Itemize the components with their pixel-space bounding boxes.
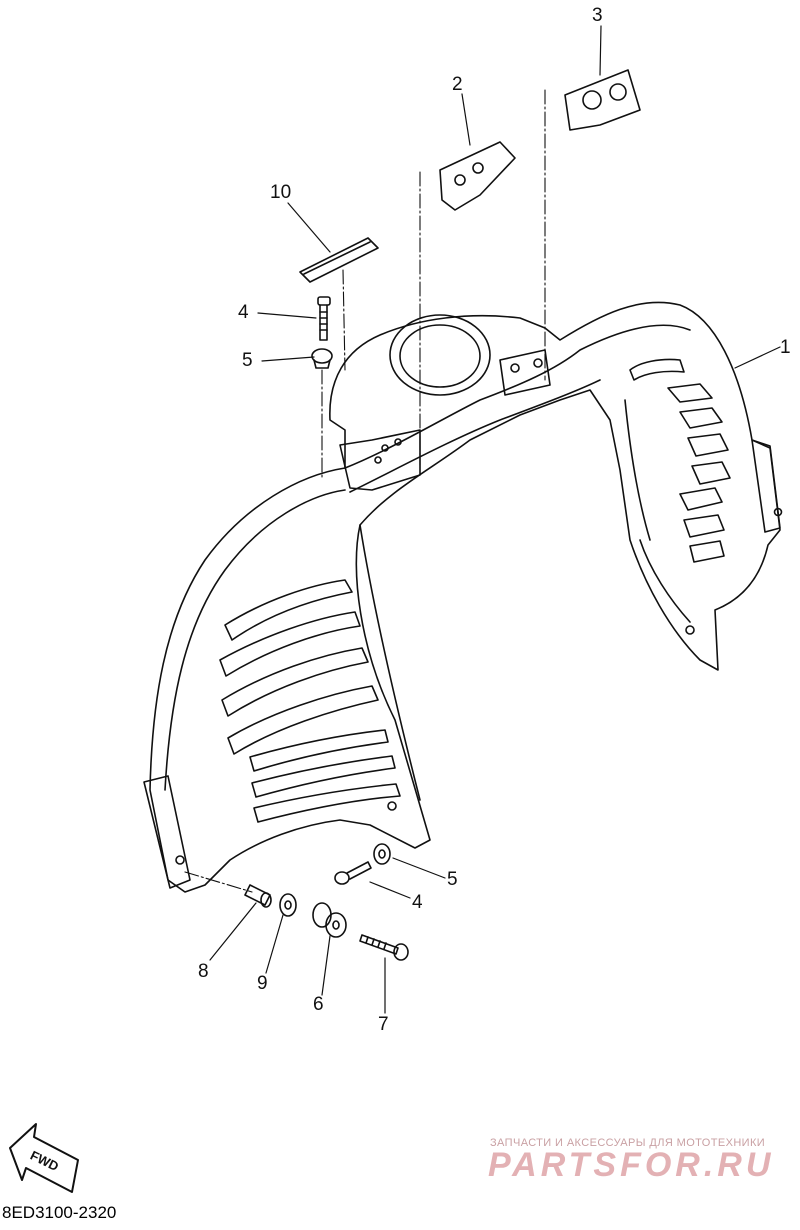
- bracket-part-3: [564, 69, 641, 131]
- callout-part-2: 2: [452, 74, 463, 95]
- fwd-arrow-icon: [9, 1123, 79, 1193]
- leader-lines: [209, 25, 781, 1014]
- grommet-part-5-upper: [311, 348, 333, 369]
- callout-part-6: 6: [313, 994, 324, 1015]
- watermark-tagline: ЗАПЧАСТИ И АКСЕССУАРЫ ДЛЯ МОТОТЕХНИКИ: [490, 1137, 766, 1149]
- callout-part-7: 7: [378, 1014, 389, 1035]
- seal-strip-part-10: [299, 237, 379, 283]
- grommet-part-5-lower: [373, 843, 391, 865]
- callout-part-10: 10: [270, 182, 292, 203]
- screw-part-4-lower: [334, 861, 372, 885]
- left-vent-slots: [219, 579, 401, 823]
- washer-part-9: [279, 893, 297, 917]
- callout-part-5-lower: 5: [447, 869, 458, 890]
- right-vent-slots: [624, 358, 731, 623]
- bolt-part-7: [359, 934, 409, 961]
- callout-part-4-lower: 4: [412, 892, 423, 913]
- assembly-lines: [184, 89, 546, 893]
- callout-part-5-upper: 5: [242, 350, 253, 371]
- damper-part-6: [312, 902, 347, 938]
- screw-part-4-upper: [317, 296, 331, 341]
- callout-part-1: 1: [780, 337, 791, 358]
- bracket-part-2: [439, 141, 516, 211]
- collar-part-8: [244, 884, 272, 908]
- fwd-label: FWD: [28, 1148, 61, 1174]
- callout-part-9: 9: [257, 973, 268, 994]
- callout-part-3: 3: [592, 5, 603, 26]
- callout-part-8: 8: [198, 961, 209, 982]
- reference-code: 8ED3100-2320: [2, 1203, 117, 1222]
- callout-part-4-upper: 4: [238, 302, 249, 323]
- watermark-brand: PARTSFOR.RU: [488, 1146, 775, 1184]
- inner-panel-part-1: [143, 301, 783, 893]
